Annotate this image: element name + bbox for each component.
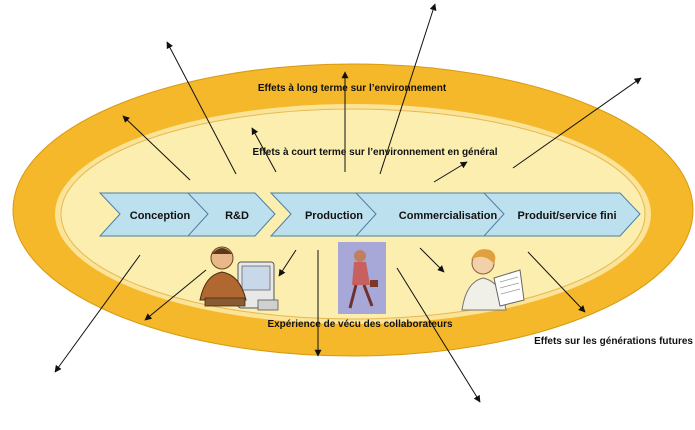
woman-reading-figure: [461, 249, 525, 311]
arrow-rd-to-short-term: [251, 127, 277, 173]
arrow-commercialisation-short: [433, 161, 468, 183]
arrow-conception-down: [54, 254, 141, 373]
arrow-produit-to-long-term: [512, 77, 642, 169]
arrow-rd-to-long-term: [166, 41, 237, 175]
arrow-commercialisation-to-beyond: [379, 3, 437, 175]
chevron-rd: [186, 192, 276, 237]
chevron-produit-service-fini: [482, 192, 641, 237]
future-generations-label: Effets sur les générations futures: [534, 336, 693, 347]
arrow-produit-to-future: [527, 251, 586, 313]
stage-label-production: Production: [305, 210, 363, 222]
value-chain: [98, 192, 641, 237]
woman-walking-figure: [338, 242, 386, 314]
stage-label-rd: R&D: [225, 210, 249, 222]
stage-label-produit-service-fini: Produit/service fini: [517, 210, 616, 222]
effect-arrows: [54, 3, 642, 403]
arrow-rd-down: [144, 269, 207, 321]
employee-experience-label: Expérience de vécu des collaborateurs: [267, 319, 453, 330]
arrow-commercialisation-short-down: [419, 247, 445, 273]
arrow-conception-to-short-term: [122, 115, 191, 181]
long-term-effects-label: Effets à long terme sur l’environnement: [258, 83, 447, 94]
stage-label-commercialisation: Commercialisation: [399, 210, 498, 222]
stage-label-conception: Conception: [130, 210, 191, 222]
short-term-effects-label: Effets à court terme sur l’environnement…: [252, 147, 497, 158]
arrow-commercialisation-down: [396, 267, 481, 403]
businessman-at-computer-figure: [199, 246, 279, 311]
arrow-production-short-down: [278, 249, 297, 277]
